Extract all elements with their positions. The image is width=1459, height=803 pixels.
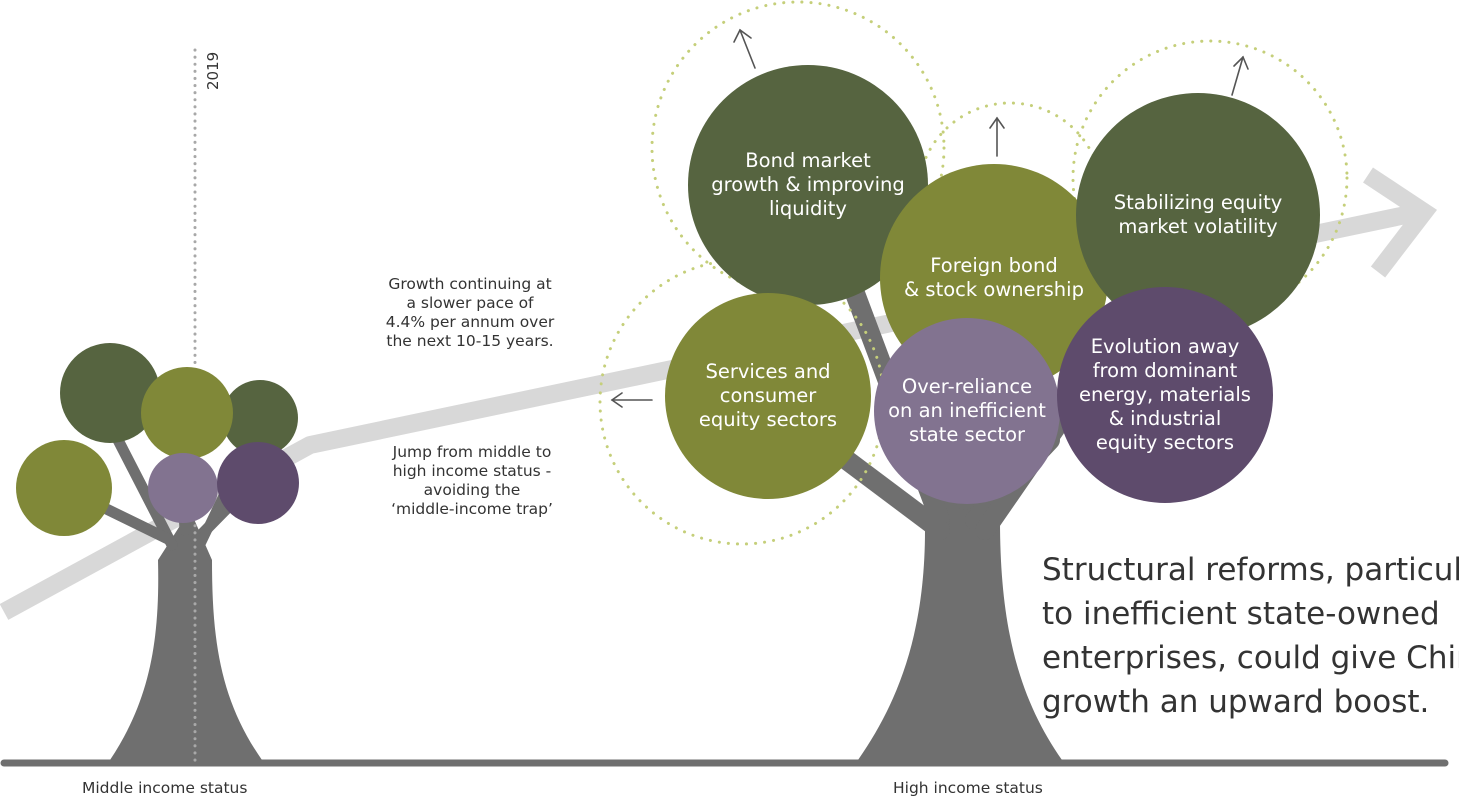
bubble-label-line: market volatility [1118, 215, 1278, 238]
bubble-stabilizing-equity: Stabilizing equity market volatility [1076, 93, 1320, 337]
growth-annotation: Growth continuing at a slower pace of 4.… [360, 275, 580, 351]
year-2019-label: 2019 [204, 51, 222, 90]
big-tree-canopy [665, 65, 1320, 504]
growth-annotation-line: the next 10-15 years. [386, 332, 554, 350]
jump-annotation: Jump from middle to high income status -… [362, 443, 582, 519]
bubble-label-line: & stock ownership [904, 278, 1084, 301]
high-income-status-label: High income status [893, 779, 1043, 797]
bubble-label-line: Stabilizing equity [1113, 191, 1283, 214]
summary-line: growth an upward boost. [1042, 684, 1430, 720]
jump-annotation-line: high income status - [392, 462, 552, 480]
bubble-services-consumer: Services and consumer equity sectors [665, 293, 871, 499]
bubble-label-line: Foreign bond [930, 254, 1058, 277]
jump-annotation-line: Jump from middle to [392, 443, 552, 461]
bubble-label-line: consumer [719, 384, 817, 407]
summary-line: to inefficient state-owned [1042, 596, 1440, 632]
summary-line: Structural reforms, particularly [1042, 552, 1459, 588]
bubble-label-line: state sector [908, 423, 1026, 446]
summary-statement: Structural reforms, particularly to inef… [1042, 548, 1459, 724]
small-tree-canopy [16, 343, 299, 536]
summary-line: enterprises, could give China’s [1042, 640, 1459, 676]
bubble-label-line: Evolution away [1090, 335, 1240, 358]
jump-annotation-line: ‘middle-income trap’ [391, 500, 553, 518]
bubble-bond-market: Bond market growth & improving liquidity [688, 65, 928, 305]
bubble-label-line: Bond market [745, 149, 871, 172]
bubble-label-line: energy, materials [1079, 383, 1251, 406]
bubble-label-line: growth & improving [711, 173, 905, 196]
growth-annotation-line: Growth continuing at [388, 275, 552, 293]
bubble-label-line: from dominant [1092, 359, 1238, 382]
bubble-label-line: liquidity [769, 197, 847, 220]
growth-annotation-line: a slower pace of [406, 294, 534, 312]
bubble-label-line: Over-reliance [901, 375, 1033, 398]
bubble-label-line: Services and [705, 360, 831, 383]
expansion-arrows [610, 28, 1249, 408]
jump-annotation-line: avoiding the [423, 481, 521, 499]
bubble-label-line: equity sectors [698, 408, 838, 431]
bubble-label-line: on an inefficient [888, 399, 1046, 422]
bubble-evolution: Evolution away from dominant energy, mat… [1057, 287, 1273, 503]
bubble-over-reliance: Over-reliance on an inefficient state se… [874, 318, 1060, 504]
growth-annotation-line: 4.4% per annum over [385, 313, 555, 331]
bubble-label-line: & industrial [1108, 407, 1222, 430]
bubble-label-line: equity sectors [1095, 431, 1235, 454]
bubble-foreign-bond: Foreign bond & stock ownership [880, 164, 1108, 392]
middle-income-status-label: Middle income status [82, 779, 248, 797]
